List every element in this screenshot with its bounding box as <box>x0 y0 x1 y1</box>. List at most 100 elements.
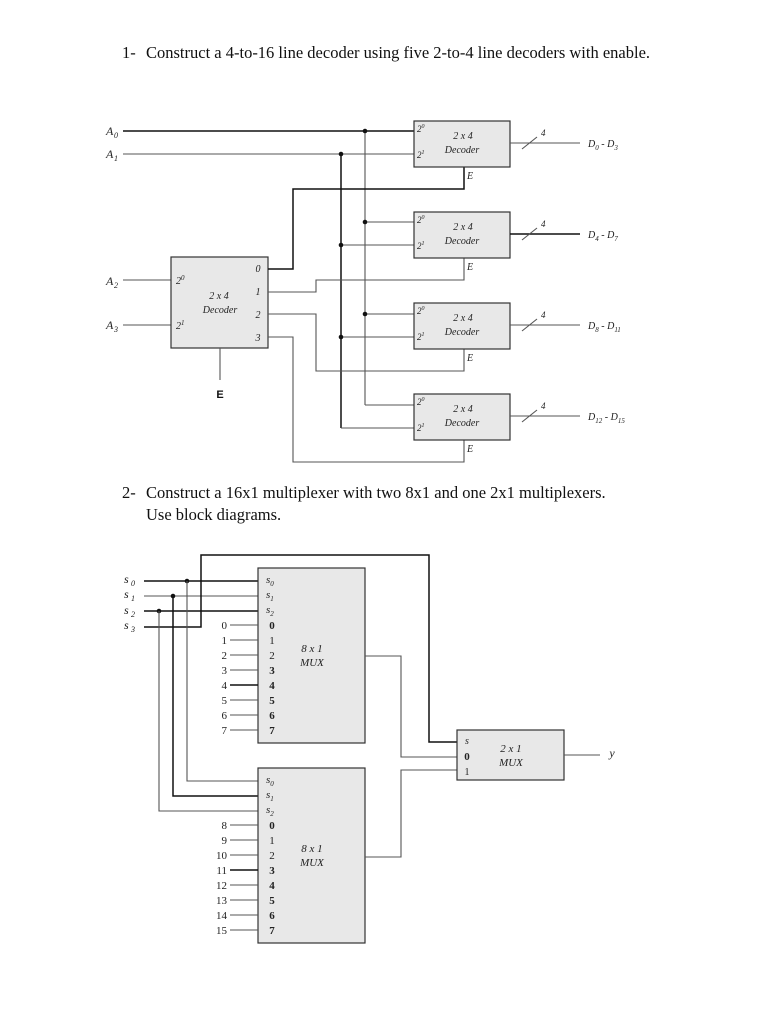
select-pin-s1: s1 <box>266 589 274 603</box>
svg-text:0: 0 <box>131 579 135 588</box>
pin-2-1: 21 <box>417 241 425 251</box>
sub-decoder-title: 2 x 4 <box>453 404 472 415</box>
select-pin-s2: s2 <box>266 604 274 618</box>
input-label: 3 <box>222 665 228 677</box>
data-pin-5: 5 <box>269 895 275 907</box>
input-label: 0 <box>222 620 228 632</box>
svg-text:A: A <box>105 274 114 288</box>
sub-decoder-subtitle: Decoder <box>444 145 480 156</box>
select-label-s3: s 3 <box>124 618 135 634</box>
enable-label: E <box>466 262 473 273</box>
bus-slash <box>521 136 538 150</box>
main-decoder-title: 2 x 4 <box>209 291 228 302</box>
input-label: 14 <box>216 910 228 922</box>
bus-width-label: 4 <box>541 401 546 411</box>
wire-upper-out <box>365 655 458 758</box>
data-pin-6: 6 <box>269 710 275 722</box>
wire-lower-out <box>365 769 458 858</box>
bus-slash <box>521 318 538 332</box>
question-1-text: Construct a 4-to-16 line decoder using f… <box>146 43 651 62</box>
pin-2-0: 20 <box>417 124 425 134</box>
svg-text:3: 3 <box>130 625 135 634</box>
svg-text:0: 0 <box>114 131 118 140</box>
input-label: 7 <box>222 725 228 737</box>
output-range-label: D8 - D11 <box>587 321 621 334</box>
bus-width-label: 4 <box>541 310 546 320</box>
input-label: 2 <box>222 650 228 662</box>
question-2-line-1: Construct a 16x1 multiplexer with two 8x… <box>146 483 606 502</box>
select-pin-s0: s0 <box>266 774 274 788</box>
input-label-a1: A 1 <box>105 147 118 163</box>
junction <box>338 242 344 248</box>
select-pin-s0: s0 <box>266 574 274 588</box>
pin-2-1: 21 <box>176 319 185 332</box>
sub-decoder-subtitle: Decoder <box>444 418 480 429</box>
pin-2-0: 20 <box>417 397 425 407</box>
svg-text:A: A <box>105 124 114 138</box>
data-pin-2: 2 <box>269 650 275 662</box>
svg-text:s: s <box>124 572 129 586</box>
pin-2-0: 20 <box>176 274 185 287</box>
mux2-pin-s: s <box>465 736 469 747</box>
input-label-a0: A 0 <box>105 124 118 140</box>
data-pin-5: 5 <box>269 695 275 707</box>
input-label: 1 <box>222 635 228 647</box>
output-range-label: D12 - D15 <box>587 412 625 425</box>
bus-slash <box>521 409 538 423</box>
main-out-1: 1 <box>256 287 261 298</box>
input-label: 10 <box>216 850 228 862</box>
question-2-number: 2- <box>122 483 136 502</box>
svg-text:s: s <box>124 618 129 632</box>
data-pin-1: 1 <box>269 835 275 847</box>
input-label-a3: A 3 <box>105 318 118 334</box>
mux-2x1: s 0 1 2 x 1 MUX <box>456 729 565 781</box>
input-label: 4 <box>222 680 228 692</box>
enable-wire-3 <box>268 336 465 463</box>
select-pin-s2: s2 <box>266 804 274 818</box>
wire-s2-lower <box>158 611 258 812</box>
data-pin-7: 7 <box>269 925 275 937</box>
enable-wire-2 <box>268 313 465 372</box>
mux2-title: 2 x 1 <box>500 743 521 755</box>
bus-slash <box>521 227 538 241</box>
output-label-y: y <box>608 746 615 760</box>
main-decoder: 20 21 2 x 4 Decoder 0 1 2 3 <box>170 256 269 349</box>
data-pin-6: 6 <box>269 910 275 922</box>
svg-text:A: A <box>105 147 114 161</box>
wire-s1-lower <box>172 596 258 797</box>
mux8-title: 8 x 1 <box>301 843 322 855</box>
svg-text:3: 3 <box>113 325 118 334</box>
enable-label: E <box>466 444 473 455</box>
bus-width-label: 4 <box>541 128 546 138</box>
input-label: 8 <box>222 820 228 832</box>
input-label: 5 <box>222 695 228 707</box>
data-pin-1: 1 <box>269 635 275 647</box>
svg-text:s: s <box>124 587 129 601</box>
main-decoder-subtitle: Decoder <box>202 305 238 316</box>
sub-decoder-title: 2 x 4 <box>453 313 472 324</box>
wire-s3 <box>144 554 458 743</box>
pin-2-1: 21 <box>417 150 425 160</box>
input-label: 15 <box>216 925 228 937</box>
mux8-subtitle: MUX <box>299 657 325 669</box>
main-out-2: 2 <box>256 310 261 321</box>
svg-text:1: 1 <box>131 594 135 603</box>
pin-2-1: 21 <box>417 423 425 433</box>
question-2-line-2: Use block diagrams. <box>146 505 282 524</box>
output-range-label: D4 - D7 <box>587 230 618 243</box>
enable-label: E <box>466 353 473 364</box>
pin-2-0: 20 <box>417 306 425 316</box>
input-label: 9 <box>222 835 228 847</box>
pin-2-0: 20 <box>417 215 425 225</box>
select-label-s2: s 2 <box>124 603 135 619</box>
sub-decoder-subtitle: Decoder <box>444 327 480 338</box>
main-enable-label: E <box>216 389 223 401</box>
data-pin-4: 4 <box>269 880 275 892</box>
output-range-label: D0 - D3 <box>587 139 618 152</box>
svg-text:A: A <box>105 318 114 332</box>
